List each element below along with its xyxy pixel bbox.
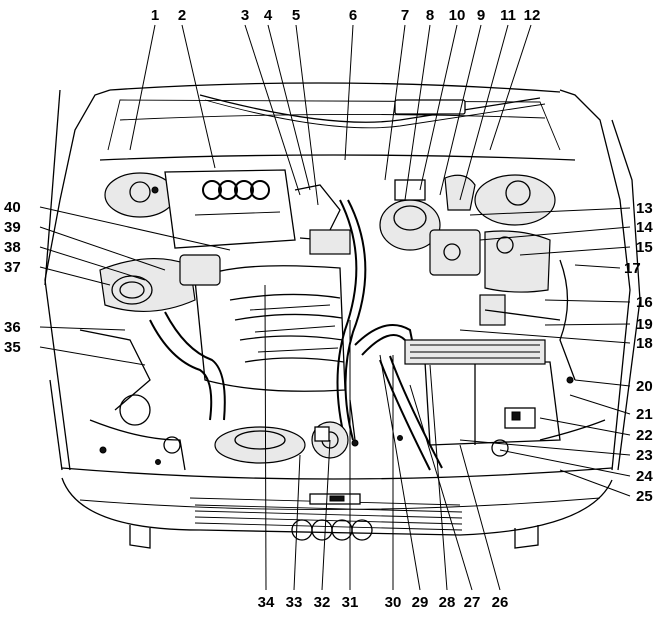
- callout-38: 38: [4, 239, 21, 256]
- callout-14: 14: [636, 219, 653, 236]
- car-body-outline: [44, 82, 641, 549]
- callout-7: 7: [401, 7, 409, 24]
- callout-9: 9: [477, 7, 485, 24]
- callout-35: 35: [4, 339, 21, 356]
- callout-18: 18: [636, 335, 653, 352]
- callout-30: 30: [385, 594, 402, 611]
- callout-16: 16: [636, 294, 653, 311]
- callout-5: 5: [292, 7, 300, 24]
- callout-12: 12: [524, 7, 541, 24]
- callout-13: 13: [636, 200, 653, 217]
- callout-40: 40: [4, 199, 21, 216]
- callout-6: 6: [349, 7, 357, 24]
- callout-23: 23: [636, 447, 653, 464]
- callout-1: 1: [151, 7, 159, 24]
- callout-2: 2: [178, 7, 186, 24]
- callout-4: 4: [264, 7, 273, 24]
- callout-15: 15: [636, 239, 653, 256]
- callout-19: 19: [636, 316, 653, 333]
- callout-27: 27: [464, 594, 481, 611]
- callout-21: 21: [636, 406, 653, 423]
- callout-31: 31: [342, 594, 359, 611]
- callout-8: 8: [426, 7, 434, 24]
- callout-3: 3: [241, 7, 249, 24]
- callout-25: 25: [636, 488, 653, 505]
- callout-24: 24: [636, 468, 653, 485]
- callout-39: 39: [4, 219, 21, 236]
- engine-components: [79, 169, 606, 471]
- leader-lines: [39, 24, 631, 591]
- callout-labels: 1 2 3 4 5 6 7 8 10 9 11 12 13 14 15 17 1…: [4, 7, 653, 611]
- callout-20: 20: [636, 378, 653, 395]
- callout-11: 11: [500, 7, 516, 24]
- callout-29: 29: [412, 594, 429, 611]
- callout-17: 17: [624, 260, 641, 277]
- callout-10: 10: [449, 7, 466, 24]
- callout-32: 32: [314, 594, 331, 611]
- callout-34: 34: [258, 594, 275, 611]
- callout-33: 33: [286, 594, 303, 611]
- callout-26: 26: [492, 594, 509, 611]
- callout-28: 28: [439, 594, 456, 611]
- callout-36: 36: [4, 319, 21, 336]
- callout-22: 22: [636, 427, 653, 444]
- callout-37: 37: [4, 259, 21, 276]
